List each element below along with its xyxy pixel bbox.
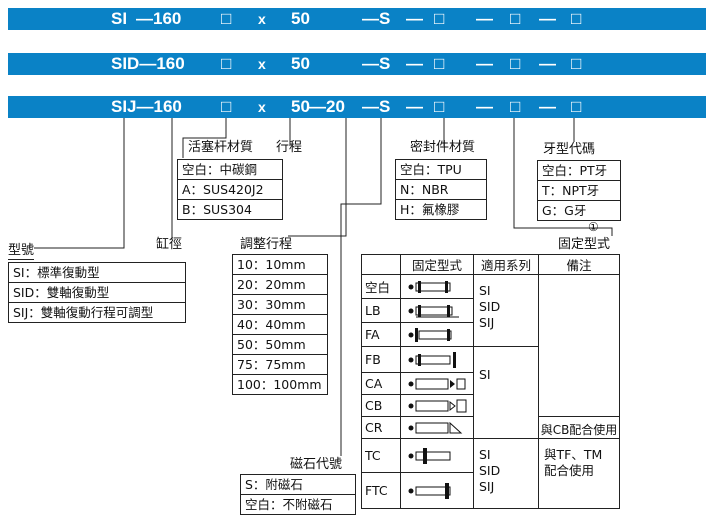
cylinder-cr-icon: [400, 416, 474, 439]
thread-title: 牙型代碼: [543, 142, 596, 157]
code-cell: CB: [361, 394, 401, 417]
adjust-row: 20：20mm: [233, 274, 327, 294]
code-cell: 空白: [361, 274, 401, 299]
mount-title: 固定型式: [558, 237, 611, 252]
series-text: SIJ: [479, 315, 495, 330]
cylinder-ftc-icon: [400, 472, 474, 509]
header-series: 適用系列: [473, 254, 539, 275]
series-text: SIJ: [479, 479, 495, 494]
series-text: SI: [479, 283, 491, 298]
thread-box: 空白：PT牙 T：NPT牙 G：G牙: [537, 160, 621, 221]
code-cell: FTC: [361, 472, 401, 509]
thread-row: G：G牙: [538, 200, 620, 220]
mount-number: ①: [588, 220, 599, 234]
code-band-sij: SIJ—160 □ x 50 —20 —S — □ — □ — □: [8, 96, 706, 118]
model-row: SIJ：雙軸復動行程可調型: [9, 302, 185, 322]
model-row: SI：標準復動型: [13, 265, 100, 280]
seal-row: H：氟橡膠: [396, 199, 486, 219]
code-cell: CR: [361, 416, 401, 439]
seal-title: 密封件材質: [410, 140, 476, 155]
note-tc: 配合使用: [544, 463, 595, 478]
series-text: SI: [479, 447, 491, 462]
note-tc: 與TF、TM: [544, 447, 603, 462]
code-band-sid: SID—160 □ x 50 —S — □ — □ — □: [8, 53, 706, 75]
rod-material-row: A：SUS420J2: [178, 179, 282, 199]
rod-material-row: 空白：中碳鋼: [182, 162, 258, 177]
adjust-row: 40：40mm: [233, 314, 327, 334]
adjust-title: 調整行程: [240, 237, 293, 252]
cylinder-cb-icon: [400, 394, 474, 417]
series-text: SI: [473, 346, 539, 439]
model-row: SID：雙軸復動型: [9, 282, 185, 302]
code-band-si: SI —160 □ x 50 —S — □ — □ — □: [8, 8, 706, 30]
rod-material-box: 空白：中碳鋼 A：SUS420J2 B：SUS304: [177, 159, 283, 220]
seal-row: N：NBR: [396, 179, 486, 199]
cylinder-ca-icon: [400, 372, 474, 395]
code-cell: FB: [361, 346, 401, 373]
seal-box: 空白：TPU N：NBR H：氟橡膠: [395, 159, 487, 220]
code-cell: LB: [361, 298, 401, 323]
cylinder-lb-icon: [400, 298, 474, 323]
seal-row: 空白：TPU: [400, 162, 462, 177]
model-title: 型號: [8, 243, 35, 260]
model-box: SI：標準復動型 SID：雙軸復動型 SIJ：雙軸復動行程可調型: [8, 262, 186, 323]
header-note: 備注: [538, 254, 620, 275]
code-cell: TC: [361, 438, 401, 473]
bore-title: 缸徑: [156, 237, 183, 252]
series-text: SID: [479, 299, 501, 314]
thread-row: 空白：PT牙: [542, 163, 608, 178]
adjust-row: 100：100mm: [233, 374, 327, 394]
magnet-row: 空白：不附磁石: [241, 494, 355, 514]
stroke-title: 行程: [276, 140, 303, 155]
adjust-row: 75：75mm: [233, 354, 327, 374]
note-cr: 與CB配合使用: [538, 416, 620, 439]
cylinder-fb-icon: [400, 346, 474, 373]
cylinder-tc-icon: [400, 438, 474, 473]
magnet-row: S：附磁石: [245, 477, 303, 492]
rod-material-row: B：SUS304: [178, 199, 282, 219]
adjust-row: 30：30mm: [233, 294, 327, 314]
cylinder-icon: [400, 274, 474, 299]
adjust-row: 10：10mm: [237, 257, 306, 272]
rod-material-title: 活塞杆材質: [188, 140, 254, 155]
cylinder-fa-icon: [400, 322, 474, 347]
magnet-title: 磁石代號: [290, 457, 343, 472]
series-text: SID: [479, 463, 501, 478]
magnet-box: S：附磁石 空白：不附磁石: [240, 474, 356, 515]
mount-table: 固定型式 適用系列 備注 空白 SI SID SIJ LB FA FB SI C…: [361, 254, 620, 509]
header-mount: 固定型式: [400, 254, 474, 275]
code-cell: CA: [361, 372, 401, 395]
code-cell: FA: [361, 322, 401, 347]
adjust-row: 50：50mm: [233, 334, 327, 354]
adjust-box: 10：10mm 20：20mm 30：30mm 40：40mm 50：50mm …: [232, 254, 328, 395]
thread-row: T：NPT牙: [538, 180, 620, 200]
